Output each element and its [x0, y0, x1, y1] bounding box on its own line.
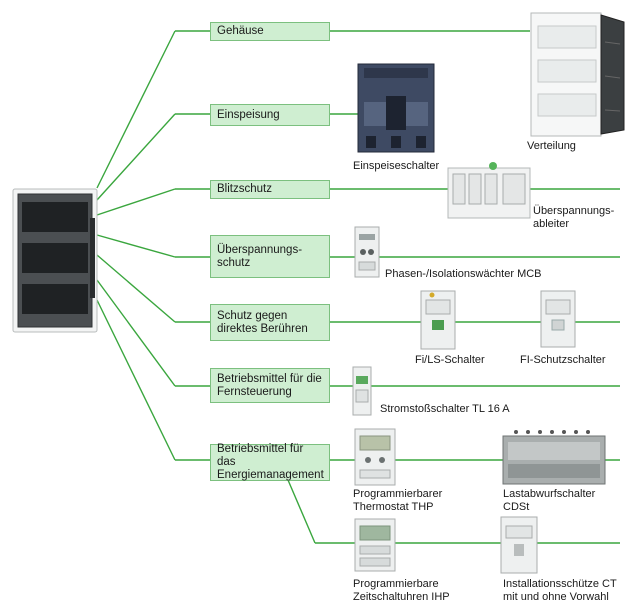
category-energiemanagement: Betriebsmittel für das Energiemanagement: [210, 443, 330, 481]
connector-line: [96, 254, 176, 323]
connector-line: [96, 113, 176, 201]
installationsschuetz-label: Installationsschütze CT mit und ohne Vor…: [503, 578, 617, 603]
verteilung-image: [530, 12, 626, 137]
connector-line: [96, 299, 176, 461]
zeitschaltuhr-image: [354, 518, 396, 572]
zeitschaltuhr-label: Programmierbare Zeitschaltuhren IHP: [353, 578, 450, 603]
lastabwurf-image: [502, 428, 606, 486]
fi-ls-image: [420, 290, 456, 350]
category-gehaeuse: Gehäuse: [210, 22, 330, 41]
verteilung-label: Verteilung: [527, 140, 576, 152]
stromstoss-label: Stromstoßschalter TL 16 A: [380, 403, 510, 415]
category-einspeisung: Einspeisung: [210, 104, 330, 126]
connector-line: [96, 188, 176, 216]
fi-schutzschalter-label: FI-Schutzschalter: [520, 354, 606, 366]
distribution-board-image: [12, 188, 98, 333]
thermostat-image: [354, 428, 396, 486]
ueberspannungsableiter-image: [447, 160, 531, 220]
connector-line: [287, 479, 316, 544]
fi-schutzschalter-image: [540, 290, 576, 348]
category-blitzschutz: Blitzschutz: [210, 180, 330, 199]
stromstoss-image: [352, 366, 372, 416]
fi-ls-label: Fi/LS-Schalter: [415, 354, 485, 366]
einspeiseschalter-image: [356, 62, 436, 154]
installationsschuetz-image: [500, 516, 538, 574]
connector-line: [96, 234, 176, 258]
thermostat-label: Programmierbarer Thermostat THP: [353, 488, 443, 513]
connector-line: [96, 30, 176, 189]
lastabwurf-label: Lastabwurfschalter CDSt: [503, 488, 596, 513]
einspeiseschalter-label: Einspeiseschalter: [353, 160, 440, 172]
phasenwaechter-label: Phasen-/Isolationswächter MCB: [385, 268, 542, 280]
category-ueberspannungsschutz: Überspannungs- schutz: [210, 235, 330, 278]
phasenwaechter-image: [354, 226, 380, 278]
ueberspannungsableiter-label: Überspannungs- ableiter: [533, 205, 615, 230]
category-schutz-direktes-beruehren: Schutz gegen direktes Berühren: [210, 304, 330, 341]
category-fernsteuerung: Betriebsmittel für die Fernsteuerung: [210, 368, 330, 403]
connector-line: [96, 279, 176, 387]
